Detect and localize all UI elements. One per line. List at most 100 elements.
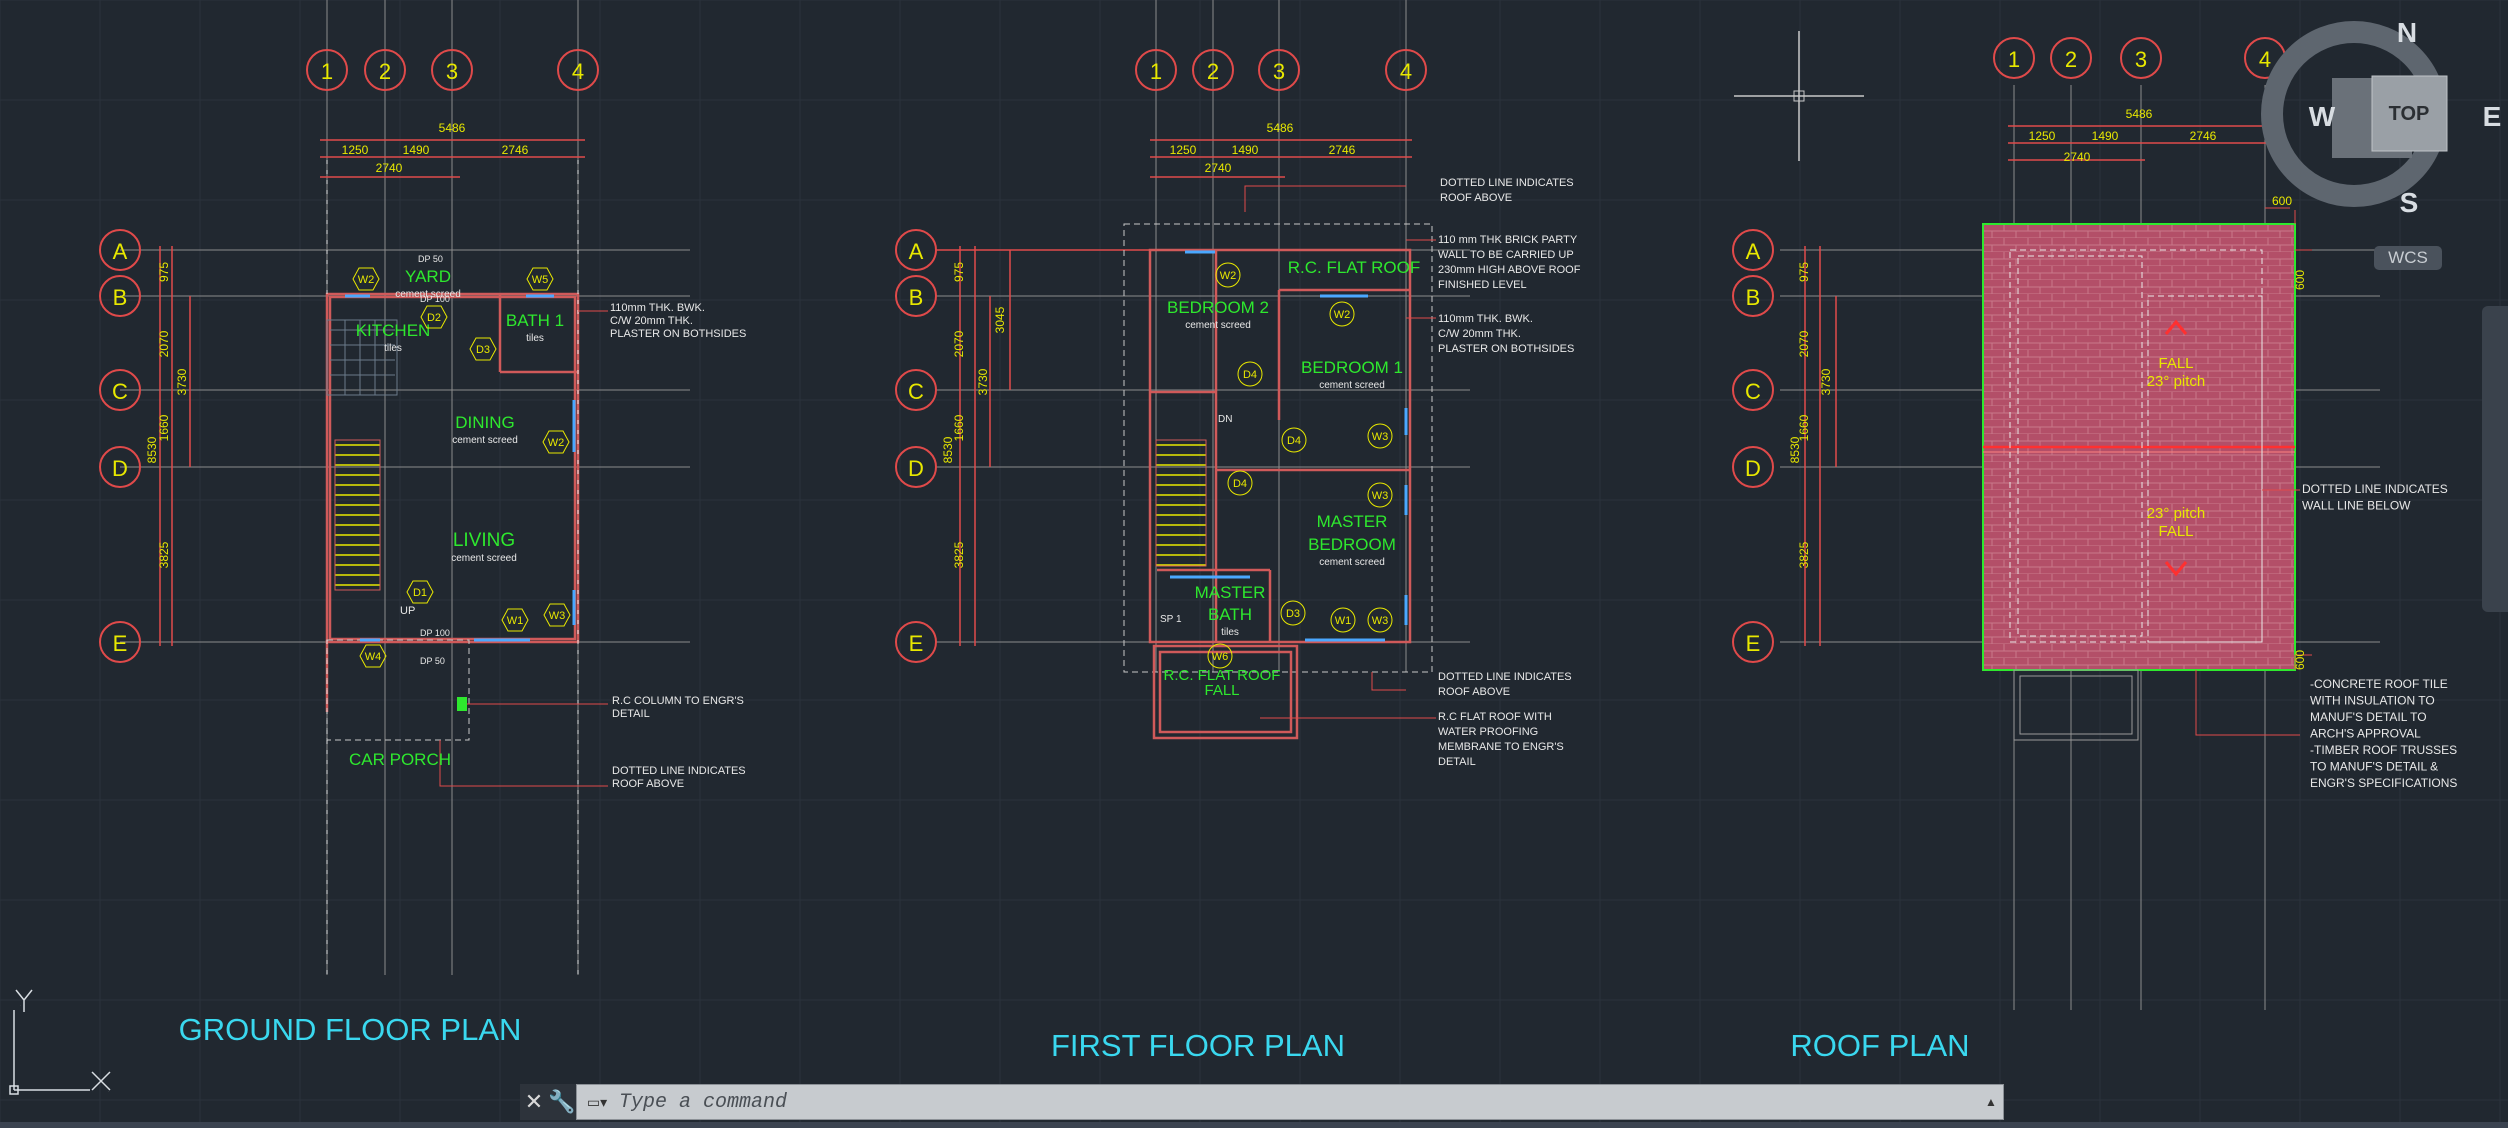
dp-label: DP 100 <box>420 294 450 304</box>
wrench-icon[interactable]: 🔧 <box>548 1084 576 1120</box>
column-bubble: 1 <box>1993 37 2035 79</box>
tag <box>501 608 529 632</box>
tag-label: W1 <box>1335 615 1352 627</box>
note-line: DETAIL <box>612 708 650 720</box>
row-bubble: C <box>99 369 141 411</box>
tag-label: W1 <box>507 615 524 627</box>
ucs-icon <box>9 989 111 1095</box>
svg-text:4: 4 <box>572 59 584 84</box>
tag-label: W3 <box>549 610 566 622</box>
room-label: BEDROOM 1 <box>1301 358 1403 377</box>
dim-text: 3825 <box>157 541 171 568</box>
dim-text: 1490 <box>2092 129 2119 143</box>
row-bubble: D <box>895 446 937 488</box>
column-bubble: 4 <box>557 49 599 91</box>
tag-label: W3 <box>1372 431 1389 443</box>
dim-text: 975 <box>157 262 171 282</box>
svg-text:3: 3 <box>446 59 458 84</box>
fall-label: FALL <box>2158 523 2193 540</box>
room-label: BATH <box>1208 605 1252 624</box>
command-input[interactable] <box>617 1086 1979 1118</box>
ground-floor-plan[interactable] <box>120 0 690 975</box>
tag <box>1367 423 1393 449</box>
row-bubble: E <box>99 621 141 663</box>
tag <box>526 267 554 291</box>
tag-label: W4 <box>365 651 382 663</box>
fall-label: FALL <box>2158 355 2193 372</box>
tag-label: W3 <box>1372 615 1389 627</box>
dim-text: 5486 <box>439 121 466 135</box>
note-line: R.C COLUMN TO ENGR'S <box>612 695 744 707</box>
dim-text: 8530 <box>941 436 955 463</box>
tag <box>1227 470 1253 496</box>
viewcube[interactable]: TOP N S E W <box>2261 17 2501 218</box>
note-line: ARCH'S APPROVAL <box>2310 727 2421 741</box>
dim-text: 1250 <box>1170 143 1197 157</box>
fall-label: 23° pitch <box>2147 505 2206 522</box>
dim-text: 600 <box>2272 194 2292 208</box>
prompt-icon[interactable]: ▭▾ <box>586 1093 608 1110</box>
tag <box>1280 600 1306 626</box>
row-bubble: D <box>1732 446 1774 488</box>
dim-text: 8530 <box>1788 436 1802 463</box>
svg-text:2: 2 <box>2065 47 2077 72</box>
dim-text: 5486 <box>1267 121 1294 135</box>
dp-label: DP 50 <box>418 254 443 264</box>
navigation-bar[interactable] <box>2482 306 2508 612</box>
svg-text:1: 1 <box>2008 47 2020 72</box>
svg-text:2: 2 <box>379 59 391 84</box>
roof-plan[interactable] <box>1734 31 2380 1010</box>
ucs-y-label: Y <box>20 1005 21 1007</box>
row-bubble: C <box>1732 369 1774 411</box>
note-line: ROOF ABOVE <box>612 778 684 790</box>
room-finish: FALL <box>1204 682 1239 699</box>
viewcube-north: N <box>2397 17 2417 48</box>
note-line: 230mm HIGH ABOVE ROOF <box>1438 264 1581 276</box>
svg-text:B: B <box>909 285 924 310</box>
svg-text:1: 1 <box>1150 59 1162 84</box>
note-line: DOTTED LINE INDICATES <box>1440 177 1574 189</box>
dim-text: 2070 <box>157 330 171 357</box>
room-label: BEDROOM 2 <box>1167 298 1269 317</box>
svg-text:D: D <box>1745 456 1761 481</box>
close-icon[interactable]: ✕ <box>520 1084 548 1120</box>
sp-label: SP 1 <box>1160 614 1182 625</box>
tag <box>406 580 434 604</box>
dim-text: 1660 <box>952 414 966 441</box>
note-line: ENGR'S SPECIFICATIONS <box>2310 776 2457 790</box>
first-floor-plan[interactable] <box>935 0 1470 740</box>
tag <box>1367 607 1393 633</box>
tag <box>469 337 497 361</box>
tag <box>1330 607 1356 633</box>
dim-text: 1490 <box>403 143 430 157</box>
note-line: -TIMBER ROOF TRUSSES <box>2310 743 2457 757</box>
column-bubble: 4 <box>1385 49 1427 91</box>
room-finish: cement screed <box>451 553 517 564</box>
dim-text: 3730 <box>175 368 189 395</box>
note-line: DOTTED LINE INDICATES <box>612 765 746 777</box>
wcs-button[interactable]: WCS <box>2374 246 2442 270</box>
note-line: FINISHED LEVEL <box>1438 279 1527 291</box>
row-bubble: A <box>99 229 141 271</box>
command-line[interactable]: ✕ 🔧 ▭▾ ▲ <box>520 1084 2004 1120</box>
command-input-wrapper[interactable]: ▭▾ ▲ <box>576 1084 2004 1120</box>
tag-label: W3 <box>1372 490 1389 502</box>
room-finish: cement screed <box>1319 557 1385 568</box>
tag <box>352 267 380 291</box>
dim-text: 3825 <box>1797 541 1811 568</box>
svg-text:A: A <box>1746 239 1761 264</box>
ground-floor-title: GROUND FLOOR PLAN <box>179 1012 522 1047</box>
room-label: DINING <box>455 413 515 432</box>
viewcube-top-label: TOP <box>2389 103 2430 125</box>
svg-text:B: B <box>1746 285 1761 310</box>
column-bubble: 3 <box>2120 37 2162 79</box>
room-label: R.C. FLAT ROOF <box>1288 258 1421 277</box>
room-label: BATH 1 <box>506 311 564 330</box>
dim-text: 975 <box>952 262 966 282</box>
chevron-up-icon[interactable]: ▲ <box>1985 1095 1997 1109</box>
note-line: C/W 20mm THK. <box>1438 328 1521 340</box>
column-bubble: 1 <box>1135 49 1177 91</box>
dp-label: DP 50 <box>420 656 445 666</box>
